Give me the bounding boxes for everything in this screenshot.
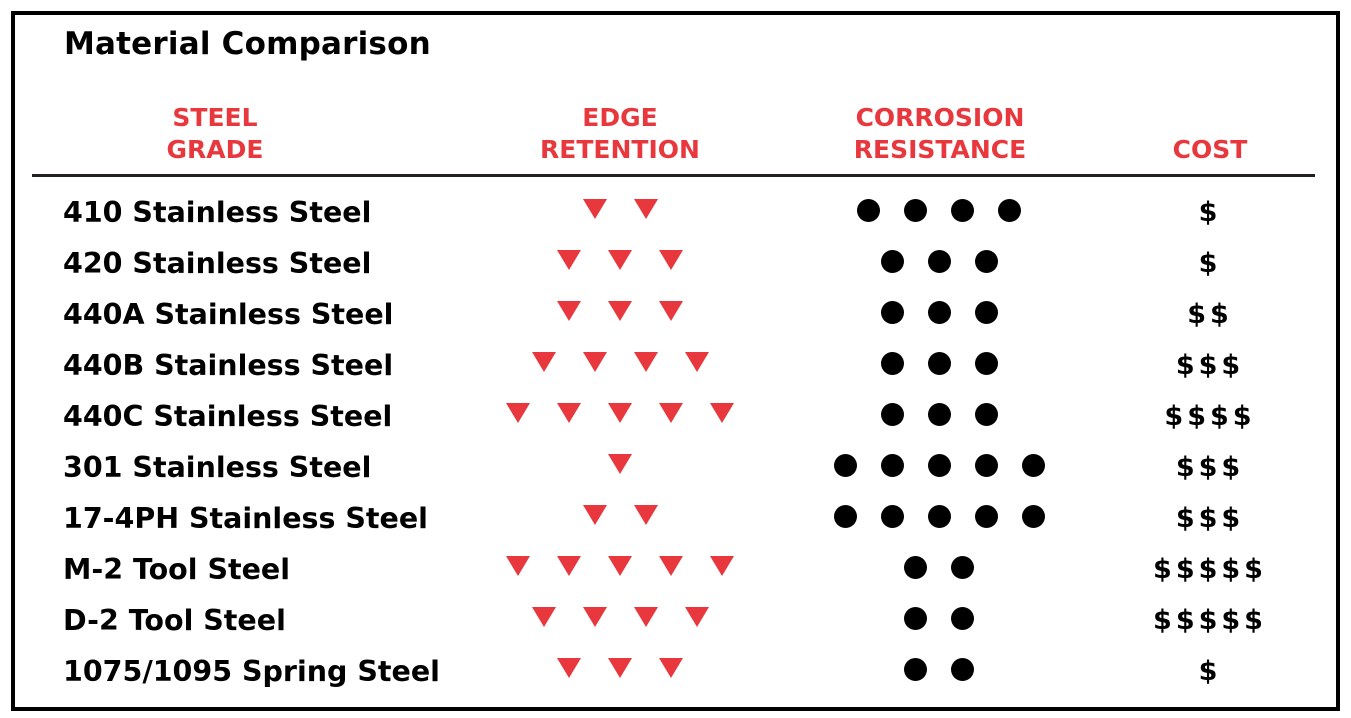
circle-icon xyxy=(974,505,998,528)
circle-icon xyxy=(833,454,857,477)
triangle-down-icon xyxy=(633,505,658,525)
circle-icon xyxy=(904,199,927,222)
circle-icon xyxy=(880,505,904,528)
header-corrosion-resistance-line2: RESISTANCE xyxy=(853,135,1027,164)
row-label: 440C Stainless Steel xyxy=(63,400,393,433)
triangle-down-icon xyxy=(659,301,683,321)
triangle-down-icon xyxy=(710,403,734,423)
circle-icon xyxy=(951,607,974,630)
triangle-down-icon xyxy=(557,301,581,321)
triangle-down-icon xyxy=(633,352,658,372)
circle-icon xyxy=(1021,454,1045,477)
triangle-down-icon xyxy=(531,352,556,372)
circle-icon xyxy=(927,505,951,528)
triangle-down-icon xyxy=(557,250,581,270)
triangle-down-icon xyxy=(557,658,581,678)
cost-value: $ xyxy=(1198,197,1222,228)
circle-icon xyxy=(974,250,998,273)
triangle-down-icon xyxy=(633,199,658,219)
triangle-down-icon xyxy=(557,556,581,576)
circle-icon xyxy=(974,301,998,324)
triangle-down-icon xyxy=(582,352,607,372)
circle-icon xyxy=(1021,505,1045,528)
circle-icon xyxy=(927,352,951,375)
row-label: 410 Stainless Steel xyxy=(63,196,372,229)
cost-value: $$ xyxy=(1187,299,1233,330)
circle-icon xyxy=(951,199,974,222)
circle-icon xyxy=(857,199,880,222)
triangle-down-icon xyxy=(608,301,632,321)
row-label: 17-4PH Stainless Steel xyxy=(63,502,428,535)
triangle-down-icon xyxy=(608,403,632,423)
header-corrosion-resistance: CORROSION RESISTANCE xyxy=(830,102,1050,166)
row-label: D-2 Tool Steel xyxy=(63,604,286,637)
header-divider xyxy=(32,174,1315,177)
triangle-down-icon xyxy=(506,556,530,576)
header-steel-grade: STEEL GRADE xyxy=(160,102,270,166)
row-label: M-2 Tool Steel xyxy=(63,553,291,586)
cost-value: $$$ xyxy=(1175,350,1245,381)
triangle-down-icon xyxy=(608,556,632,576)
header-cost-line: COST xyxy=(1172,135,1248,164)
header-cost: COST xyxy=(1150,134,1270,166)
triangle-down-icon xyxy=(608,658,632,678)
table-frame xyxy=(11,11,1340,711)
circle-icon xyxy=(904,658,927,681)
circle-icon xyxy=(880,250,904,273)
circle-icon xyxy=(974,454,998,477)
triangle-down-icon xyxy=(582,505,607,525)
circle-icon xyxy=(927,403,951,426)
header-steel-grade-line2: GRADE xyxy=(166,135,264,164)
header-edge-retention-line1: EDGE xyxy=(582,103,658,132)
circle-icon xyxy=(951,658,974,681)
header-corrosion-resistance-line1: CORROSION xyxy=(855,103,1025,132)
row-label: 1075/1095 Spring Steel xyxy=(63,655,440,688)
triangle-down-icon xyxy=(608,250,632,270)
circle-icon xyxy=(998,199,1021,222)
triangle-down-icon xyxy=(582,199,607,219)
header-steel-grade-line1: STEEL xyxy=(172,103,258,132)
cost-value: $ xyxy=(1198,248,1222,279)
cost-value: $$$$$ xyxy=(1153,554,1267,585)
triangle-down-icon xyxy=(659,403,683,423)
triangle-down-icon xyxy=(684,352,709,372)
triangle-down-icon xyxy=(684,607,709,627)
circle-icon xyxy=(974,403,998,426)
circle-icon xyxy=(880,352,904,375)
triangle-down-icon xyxy=(582,607,607,627)
triangle-down-icon xyxy=(659,658,683,678)
cost-value: $$$$$ xyxy=(1153,605,1267,636)
circle-icon xyxy=(833,505,857,528)
circle-icon xyxy=(904,556,927,579)
triangle-down-icon xyxy=(659,250,683,270)
header-edge-retention-line2: RETENTION xyxy=(540,135,700,164)
page-title: Material Comparison xyxy=(64,26,431,62)
cost-value: $ xyxy=(1198,656,1222,687)
triangle-down-icon xyxy=(659,556,683,576)
cost-value: $$$ xyxy=(1175,503,1245,534)
triangle-down-icon xyxy=(633,607,658,627)
row-label: 301 Stainless Steel xyxy=(63,451,372,484)
row-label: 440B Stainless Steel xyxy=(63,349,394,382)
row-label: 420 Stainless Steel xyxy=(63,247,372,280)
triangle-down-icon xyxy=(557,403,581,423)
circle-icon xyxy=(927,250,951,273)
circle-icon xyxy=(951,556,974,579)
circle-icon xyxy=(880,454,904,477)
circle-icon xyxy=(927,301,951,324)
circle-icon xyxy=(927,454,951,477)
triangle-down-icon xyxy=(531,607,556,627)
circle-icon xyxy=(880,403,904,426)
circle-icon xyxy=(974,352,998,375)
triangle-down-icon xyxy=(506,403,530,423)
cost-value: $$$ xyxy=(1175,452,1245,483)
triangle-down-icon xyxy=(710,556,734,576)
header-edge-retention: EDGE RETENTION xyxy=(520,102,720,166)
circle-icon xyxy=(880,301,904,324)
row-label: 440A Stainless Steel xyxy=(63,298,394,331)
triangle-down-icon xyxy=(608,454,632,474)
cost-value: $$$$ xyxy=(1164,401,1256,432)
circle-icon xyxy=(904,607,927,630)
